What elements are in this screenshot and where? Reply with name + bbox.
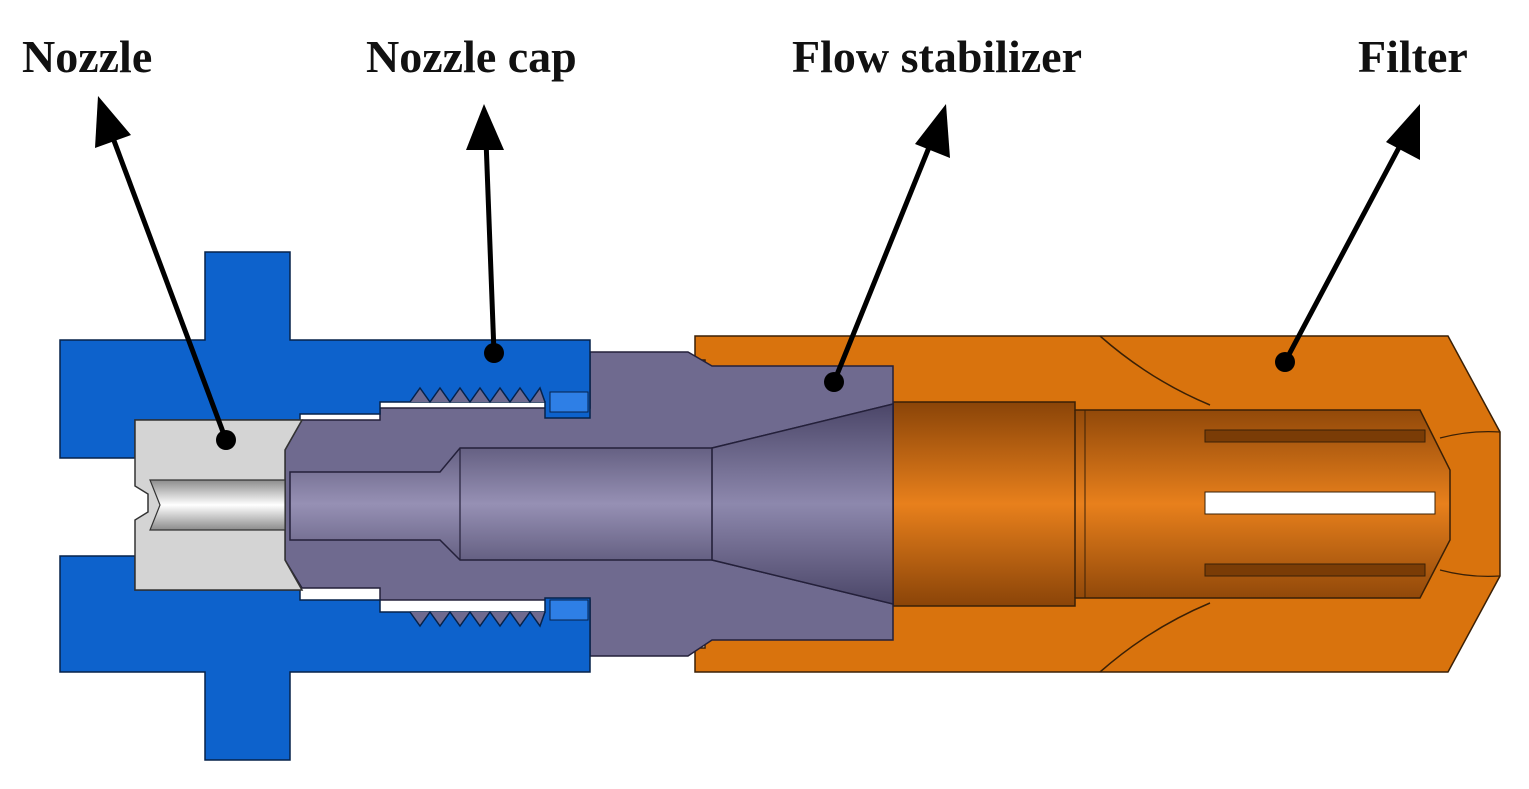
filter-part bbox=[694, 335, 1501, 673]
label-nozzle: Nozzle bbox=[22, 31, 152, 82]
nozzle-bore bbox=[149, 479, 286, 531]
filter-seam-right-top bbox=[1439, 431, 1501, 439]
nozzle-cap-bottom bbox=[59, 555, 591, 761]
filter-seam-right-bottom bbox=[1439, 569, 1501, 577]
filter-inner-bore bbox=[892, 401, 1451, 607]
nozzle-cap-arrow bbox=[466, 104, 504, 363]
nozzle-cap-top bbox=[59, 251, 591, 459]
filter-slot-bottom bbox=[1204, 563, 1426, 577]
nozzle-cap-part bbox=[59, 251, 591, 761]
label-nozzle-cap: Nozzle cap bbox=[366, 31, 577, 82]
filter-seam-top bbox=[1099, 335, 1211, 406]
flow-stabilizer-part bbox=[284, 351, 894, 657]
nozzle-part bbox=[134, 419, 304, 591]
label-flow-stabilizer: Flow stabilizer bbox=[792, 31, 1082, 82]
label-filter: Filter bbox=[1358, 31, 1468, 82]
nozzle-arrow bbox=[95, 96, 236, 450]
nozzle-cap-thread-top bbox=[409, 386, 546, 404]
filter-slot-middle bbox=[1204, 491, 1436, 515]
leader-arrows bbox=[95, 96, 1420, 450]
flow-stabilizer-arrow bbox=[824, 104, 950, 392]
filter-arrow bbox=[1275, 104, 1420, 372]
filter-slot-top bbox=[1204, 429, 1426, 443]
filter-seam-bottom bbox=[1099, 602, 1211, 673]
nozzle-cap-thread-bottom bbox=[409, 610, 546, 628]
